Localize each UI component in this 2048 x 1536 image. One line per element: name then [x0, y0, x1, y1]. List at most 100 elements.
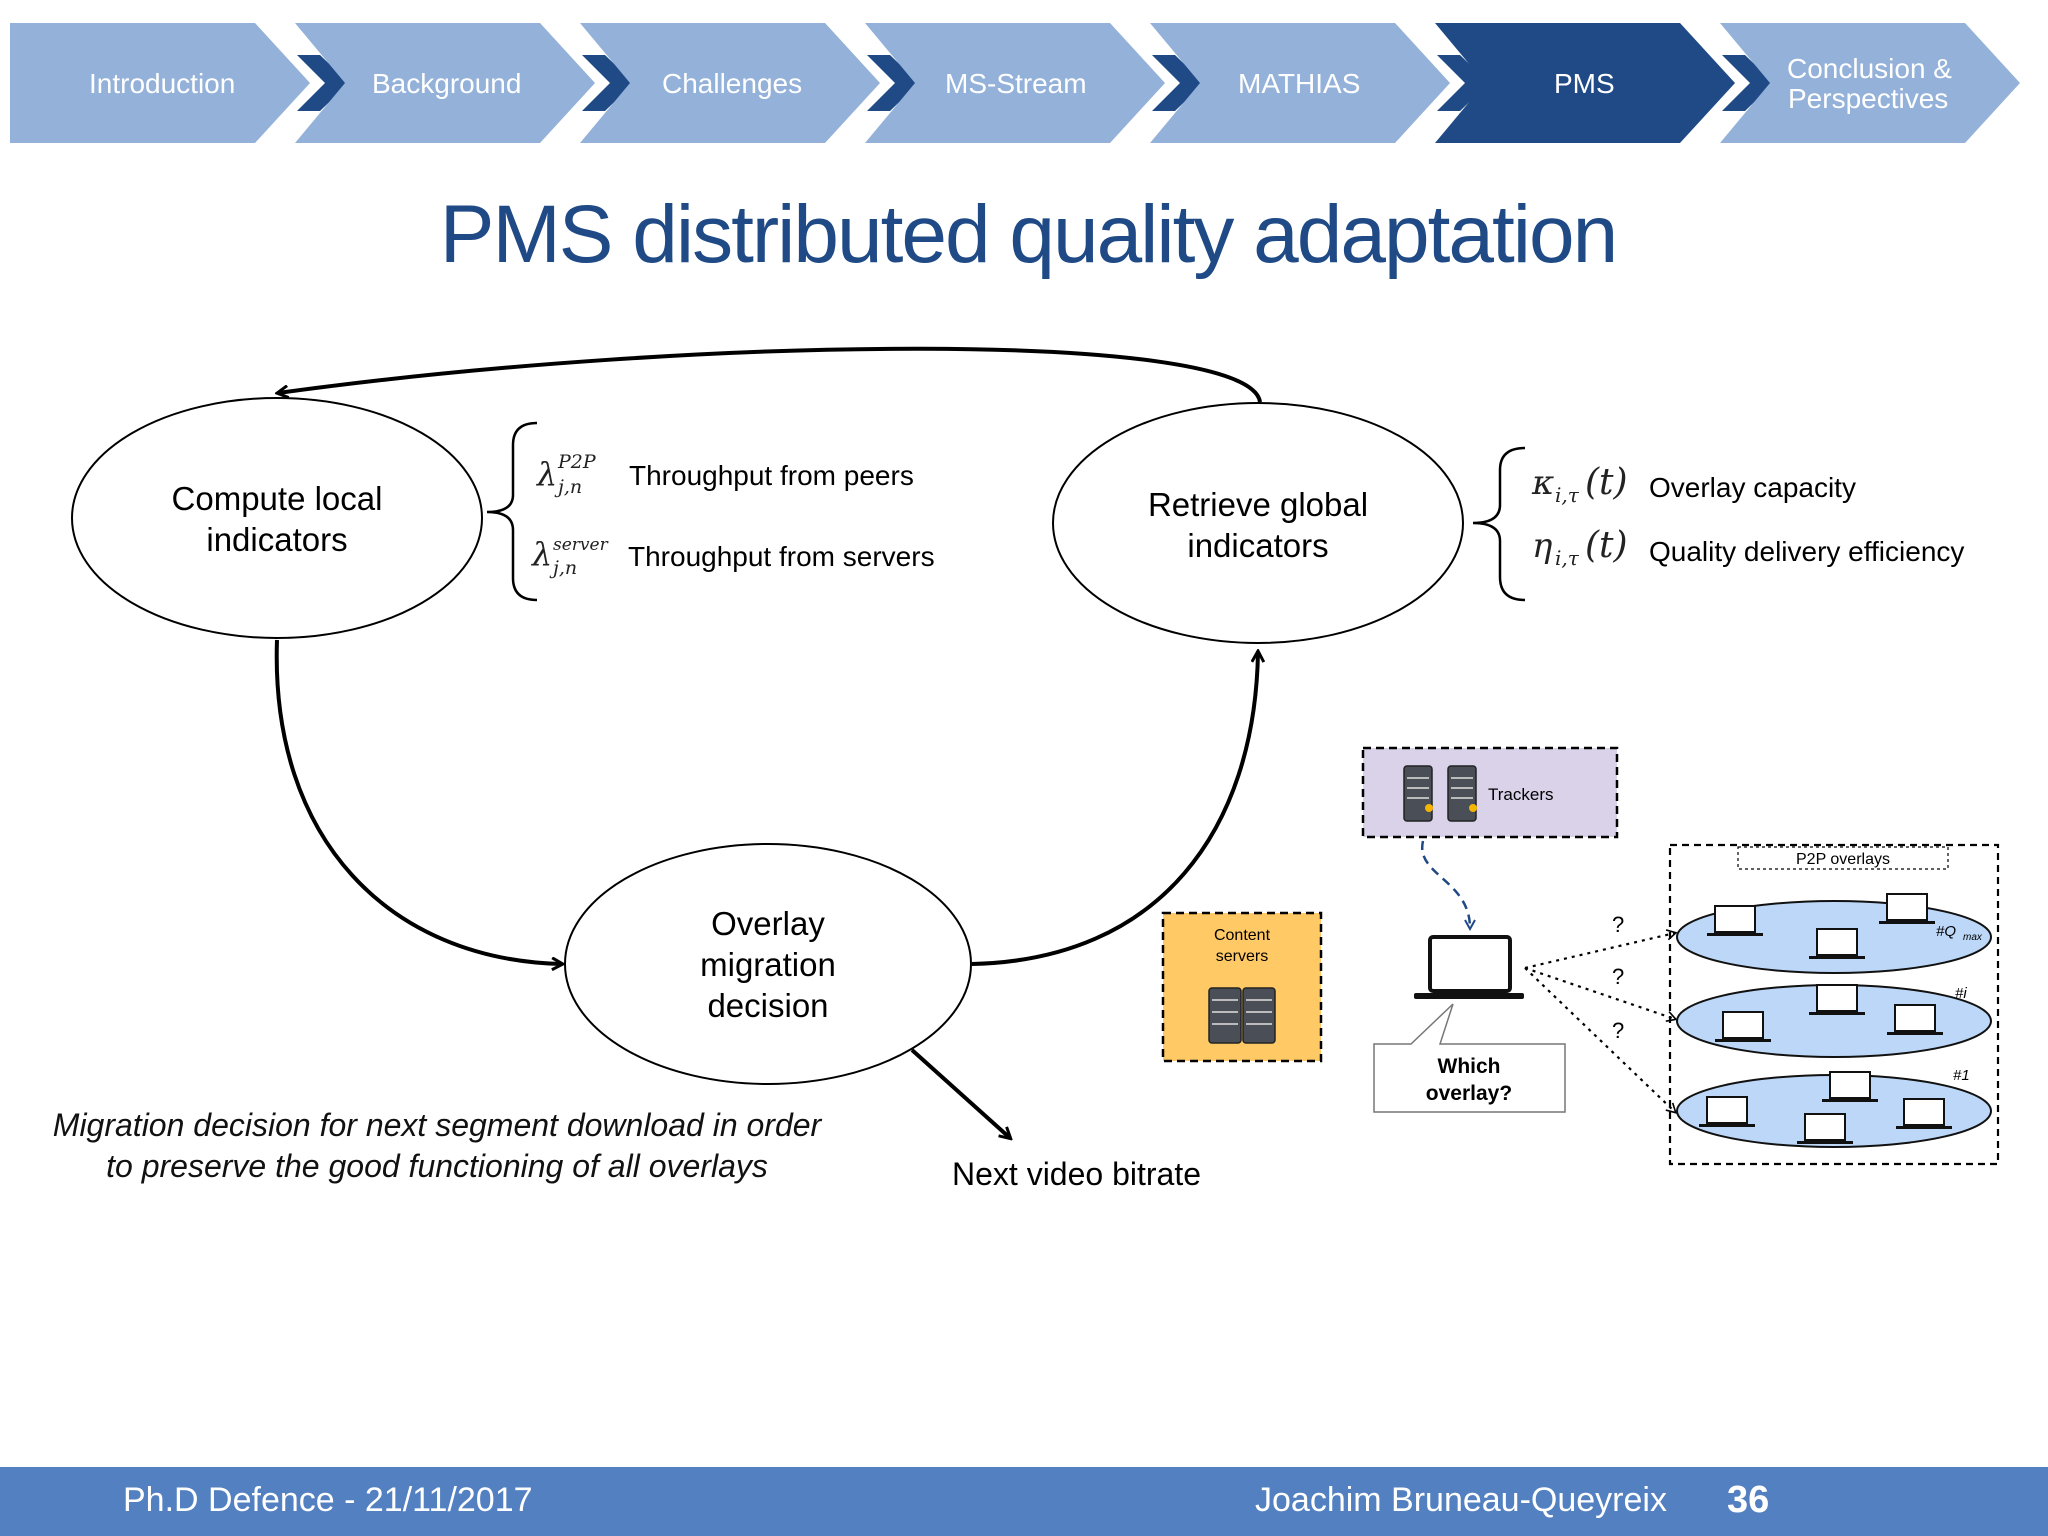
next-bitrate-label: Next video bitrate [952, 1156, 1201, 1192]
nav-label: Perspectives [1788, 83, 1948, 114]
overlay-ellipse: #Q max [1676, 893, 1992, 974]
math-symbol: η [1532, 526, 1553, 566]
footer-event: Ph.D Defence - 21/11/2017 [123, 1481, 533, 1519]
trackers-label: Trackers [1488, 785, 1554, 804]
peer-laptop-icon [1879, 893, 1935, 924]
math-argument: (t) [1585, 462, 1628, 503]
content-servers-box: Content servers [1161, 911, 1323, 1063]
nav-item-ms-stream[interactable]: MS-Stream [865, 23, 1165, 143]
nav-separator-icon [1152, 55, 1204, 111]
math-subscript: j,n [549, 557, 577, 579]
nav-separator-icon [867, 55, 919, 111]
peer-laptop-icon [1809, 984, 1865, 1015]
nav-item-pms[interactable]: PMS [1435, 23, 1735, 143]
caption-line: to preserve the good functioning of all … [106, 1148, 768, 1184]
node-overlay-migration: Overlay migration decision [564, 843, 972, 1085]
arrow-retrieve-to-compute [278, 346, 1262, 403]
arrow-overlay-to-bitrate [910, 1048, 1010, 1138]
caption-line: Migration decision for next segment down… [53, 1107, 823, 1143]
footer-bar: Ph.D Defence - 21/11/2017 Joachim Brunea… [0, 1467, 2048, 1536]
overlay-label: #1 [1953, 1067, 1970, 1084]
node-label: decision [707, 987, 828, 1024]
indicator-row: κ i,τ (t) Overlay capacity [1531, 462, 1856, 507]
nav-item-mathias[interactable]: MATHIAS [1150, 23, 1450, 143]
server-icon [1403, 765, 1433, 822]
local-indicators: λ P2P j,n Throughput from peers λ server… [486, 421, 935, 602]
arrow-compute-to-overlay [274, 639, 562, 964]
overlay-label-subscript: max [1963, 932, 1983, 943]
peer-laptop-icon [1809, 928, 1865, 959]
query-arrow [1524, 929, 1678, 970]
indicator-row: η i,τ (t) Quality delivery efficiency [1532, 525, 1964, 570]
server-icon [1208, 987, 1242, 1044]
math-symbol: κ [1531, 463, 1554, 503]
math-superscript: P2P [557, 451, 597, 473]
node-compute-local: Compute local indicators [71, 397, 483, 639]
brace-icon [1472, 446, 1526, 602]
overlay-label: #i [1955, 985, 1967, 1002]
nav-label: Challenges [662, 68, 802, 99]
overlay-ellipse: #i [1676, 984, 1992, 1058]
peer-laptop-icon [1822, 1071, 1878, 1102]
which-overlay-bubble: Which overlay? [1373, 1003, 1566, 1113]
node-label: indicators [1187, 527, 1328, 564]
page-title: PMS distributed quality adaptation [440, 189, 1616, 280]
nav-item-background[interactable]: Background [295, 23, 595, 143]
question-mark: ? [1612, 964, 1624, 989]
node-label: migration [700, 946, 836, 983]
nav-item-challenges[interactable]: Challenges [580, 23, 880, 143]
page-number: 36 [1727, 1479, 1770, 1521]
overlay-ellipse: #1 [1676, 1067, 1992, 1148]
indicator-text: Throughput from servers [628, 541, 935, 572]
content-servers-label: servers [1216, 948, 1268, 965]
math-subscript: i,τ [1555, 546, 1580, 570]
cycle-diagram: Compute local indicators Retrieve global… [53, 346, 1964, 1192]
indicator-text: Overlay capacity [1649, 472, 1856, 503]
question-mark: ? [1612, 912, 1624, 937]
nav-label: Introduction [89, 68, 235, 99]
bubble-text: overlay? [1426, 1082, 1512, 1105]
p2p-overlays-box: P2P overlays #Q max #i #1 [1668, 843, 2000, 1166]
node-label: Retrieve global [1148, 486, 1368, 523]
trackers-box: Trackers [1361, 746, 1619, 839]
nav-item-conclusion[interactable]: Conclusion & Perspectives [1720, 23, 2020, 143]
question-mark: ? [1612, 1018, 1624, 1043]
node-label: Compute local [172, 480, 383, 517]
peer-laptop-icon [1707, 905, 1763, 936]
nav-bar: Introduction Background Challenges MS-St… [10, 23, 2020, 143]
nav-separator-icon [582, 55, 634, 111]
nav-separator-icon [1722, 55, 1774, 111]
network-illustration: Trackers Content servers [1161, 746, 2000, 1166]
math-argument: (t) [1585, 525, 1628, 566]
server-icon [1447, 765, 1477, 822]
nav-item-introduction[interactable]: Introduction [10, 23, 310, 143]
nav-label: MATHIAS [1238, 68, 1360, 99]
peer-laptop-icon [1887, 1004, 1943, 1035]
peer-laptop-icon [1699, 1096, 1755, 1127]
math-subscript: i,τ [1555, 483, 1580, 507]
nav-label: MS-Stream [945, 68, 1087, 99]
indicator-text: Throughput from peers [629, 460, 914, 491]
node-label: Overlay [711, 905, 825, 942]
overlay-label: #Q [1936, 923, 1956, 940]
brace-icon [486, 421, 538, 602]
indicator-row: λ server j,n Throughput from servers [530, 535, 935, 579]
query-arrow [1524, 966, 1678, 1022]
content-servers-label: Content [1214, 927, 1271, 944]
arrow-overlay-to-retrieve [971, 652, 1258, 966]
nav-label: Conclusion & [1787, 53, 1952, 84]
node-retrieve-global: Retrieve global indicators [1052, 402, 1464, 644]
math-symbol: λ [530, 535, 552, 573]
indicator-row: λ P2P j,n Throughput from peers [535, 451, 914, 498]
peer-laptop-icon [1715, 1011, 1771, 1042]
math-superscript: server [553, 535, 609, 555]
client-laptop-icon [1414, 935, 1524, 999]
indicator-text: Quality delivery efficiency [1649, 536, 1964, 567]
nav-separator-icon [1437, 55, 1489, 111]
peer-laptop-icon [1797, 1113, 1853, 1144]
math-subscript: j,n [554, 476, 582, 498]
footer-author: Joachim Bruneau-Queyreix [1255, 1481, 1667, 1519]
server-icon [1242, 987, 1276, 1044]
query-arrow [1524, 967, 1677, 1114]
